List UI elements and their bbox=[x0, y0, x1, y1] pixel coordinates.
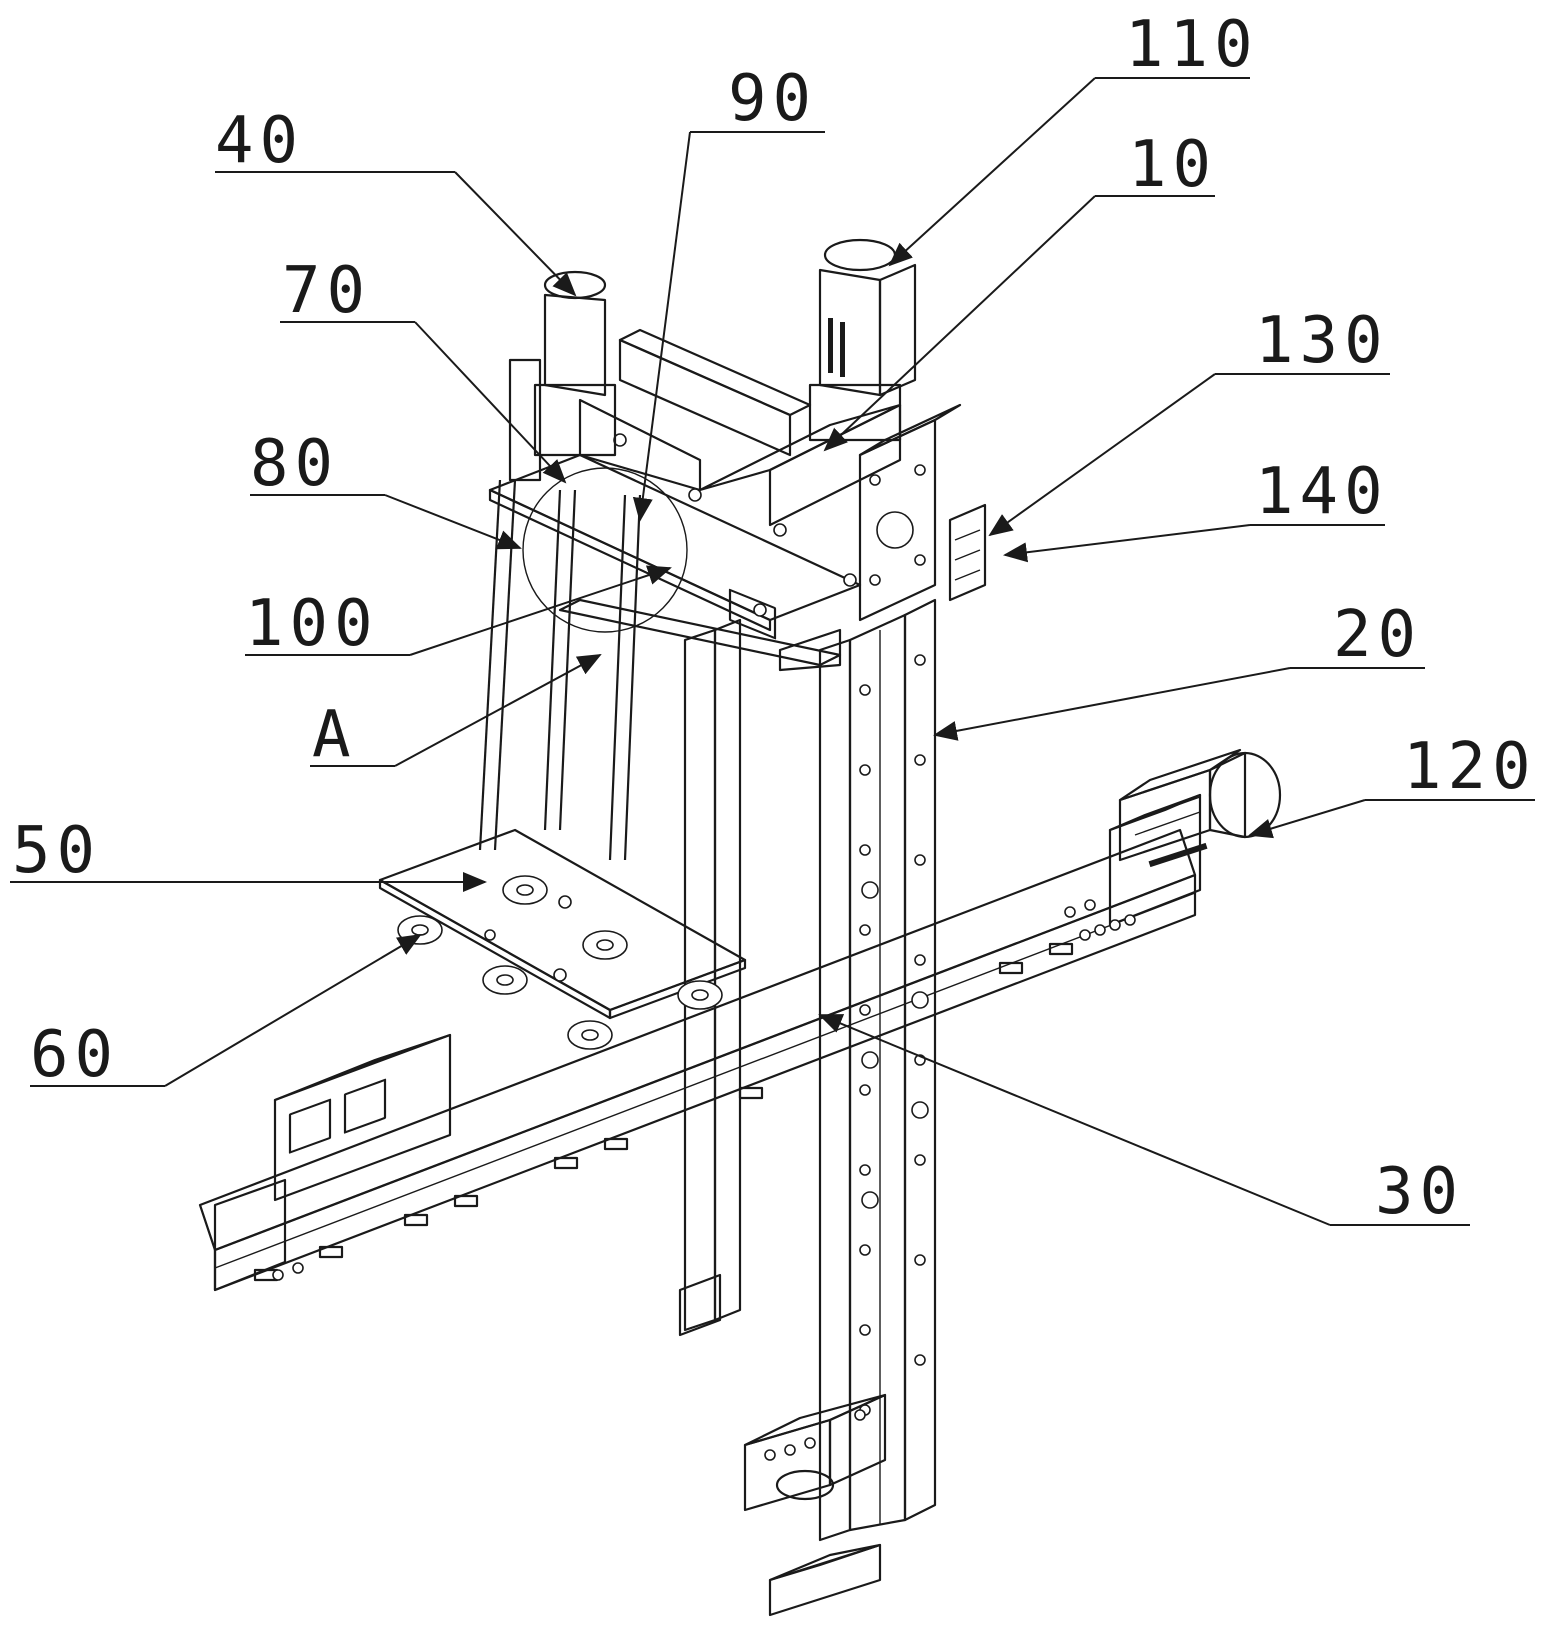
label-70: 70 bbox=[282, 254, 371, 328]
label-30: 30 bbox=[1375, 1155, 1464, 1229]
beam-bolts bbox=[272, 899, 1136, 1281]
bottom-block bbox=[743, 1393, 887, 1617]
label-140: 140 bbox=[1255, 455, 1389, 529]
columns bbox=[478, 479, 742, 1337]
label-20: 20 bbox=[1333, 598, 1422, 672]
label-90: 90 bbox=[728, 62, 817, 136]
detail-circle-a bbox=[522, 467, 688, 633]
label-120: 120 bbox=[1403, 730, 1537, 804]
base-beam bbox=[198, 793, 1202, 1292]
label-a: A bbox=[312, 698, 357, 772]
label-50: 50 bbox=[12, 814, 101, 888]
rail-holes bbox=[859, 654, 926, 1416]
top-frame bbox=[698, 403, 987, 622]
motor-120 bbox=[1118, 748, 1282, 868]
motor-40 bbox=[508, 270, 617, 482]
suction-plate bbox=[378, 828, 747, 1050]
label-60: 60 bbox=[30, 1018, 119, 1092]
carriage bbox=[488, 328, 862, 672]
label-100: 100 bbox=[245, 587, 379, 661]
label-80: 80 bbox=[250, 427, 339, 501]
label-130: 130 bbox=[1255, 304, 1389, 378]
label-110: 110 bbox=[1125, 8, 1259, 82]
beam-slots bbox=[253, 942, 1074, 1282]
leaders bbox=[10, 77, 1535, 1226]
label-10: 10 bbox=[1128, 128, 1217, 202]
vertical-rail bbox=[818, 598, 937, 1542]
reference-labels: 40 90 110 10 70 130 80 140 100 20 A 120 … bbox=[12, 8, 1537, 1229]
motor-110 bbox=[808, 238, 917, 442]
label-40: 40 bbox=[215, 104, 304, 178]
suction-cups bbox=[397, 875, 723, 1050]
